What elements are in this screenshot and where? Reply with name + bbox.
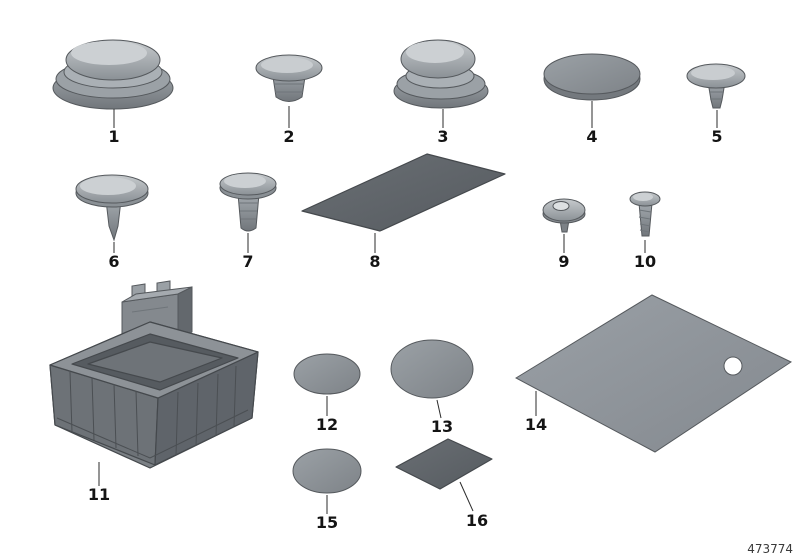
part-16-shape <box>395 438 493 490</box>
part-12-shape <box>293 353 361 395</box>
diagram-number: 473774 <box>747 542 793 556</box>
part-14-shape <box>514 294 793 453</box>
part-4-shape <box>543 53 641 95</box>
part-15-label: 15 <box>316 513 338 532</box>
part-8-label: 8 <box>369 252 380 271</box>
part-7-shape <box>237 193 260 232</box>
part-14-label: 14 <box>525 415 547 434</box>
part-11-label: 11 <box>88 485 110 504</box>
pad-hole <box>723 356 743 376</box>
part-6-cap-with-pin: 6 <box>75 174 149 271</box>
part-1-round-plug-large: 1 <box>52 39 174 146</box>
part-3-label: 3 <box>437 127 448 146</box>
part-4-label: 4 <box>586 127 597 146</box>
part-11-support-box: 11 <box>49 280 259 504</box>
part-15-shape <box>292 448 362 494</box>
part-10-label: 10 <box>634 252 656 271</box>
part-7-label: 7 <box>242 252 253 271</box>
part-14-insulation-pad: 14 <box>514 294 793 453</box>
part-5-label: 5 <box>711 127 722 146</box>
part-2-blind-plug: 2 <box>255 54 323 146</box>
part-13-round-pad-large: 13 <box>390 339 474 436</box>
part-8-shape <box>301 153 506 232</box>
part-13-leader <box>436 399 442 419</box>
part-1-label: 1 <box>108 127 119 146</box>
part-15-round-pad: 15 <box>292 448 362 532</box>
part-9-dome-rivet: 9 <box>542 198 586 271</box>
part-9-label: 9 <box>558 252 569 271</box>
part-16-label: 16 <box>466 511 488 530</box>
part-13-shape <box>390 339 474 399</box>
part-16-leader <box>459 481 474 512</box>
part-13-label: 13 <box>431 417 453 436</box>
part-2-label: 2 <box>283 127 294 146</box>
part-3-round-plug: 3 <box>393 39 489 146</box>
part-12-label: 12 <box>316 415 338 434</box>
part-8-adhesive-pad-dark: 8 <box>301 153 506 271</box>
part-16-adhesive-pad-small: 16 <box>395 438 493 530</box>
part-10-screw-rivet: 10 <box>629 191 661 271</box>
part-12-round-pad: 12 <box>293 353 361 434</box>
part-4-flat-disc: 4 <box>543 53 641 146</box>
part-6-label: 6 <box>108 252 119 271</box>
part-7-expanding-plug: 7 <box>219 172 277 271</box>
part-5-expanding-rivet: 5 <box>686 63 746 146</box>
